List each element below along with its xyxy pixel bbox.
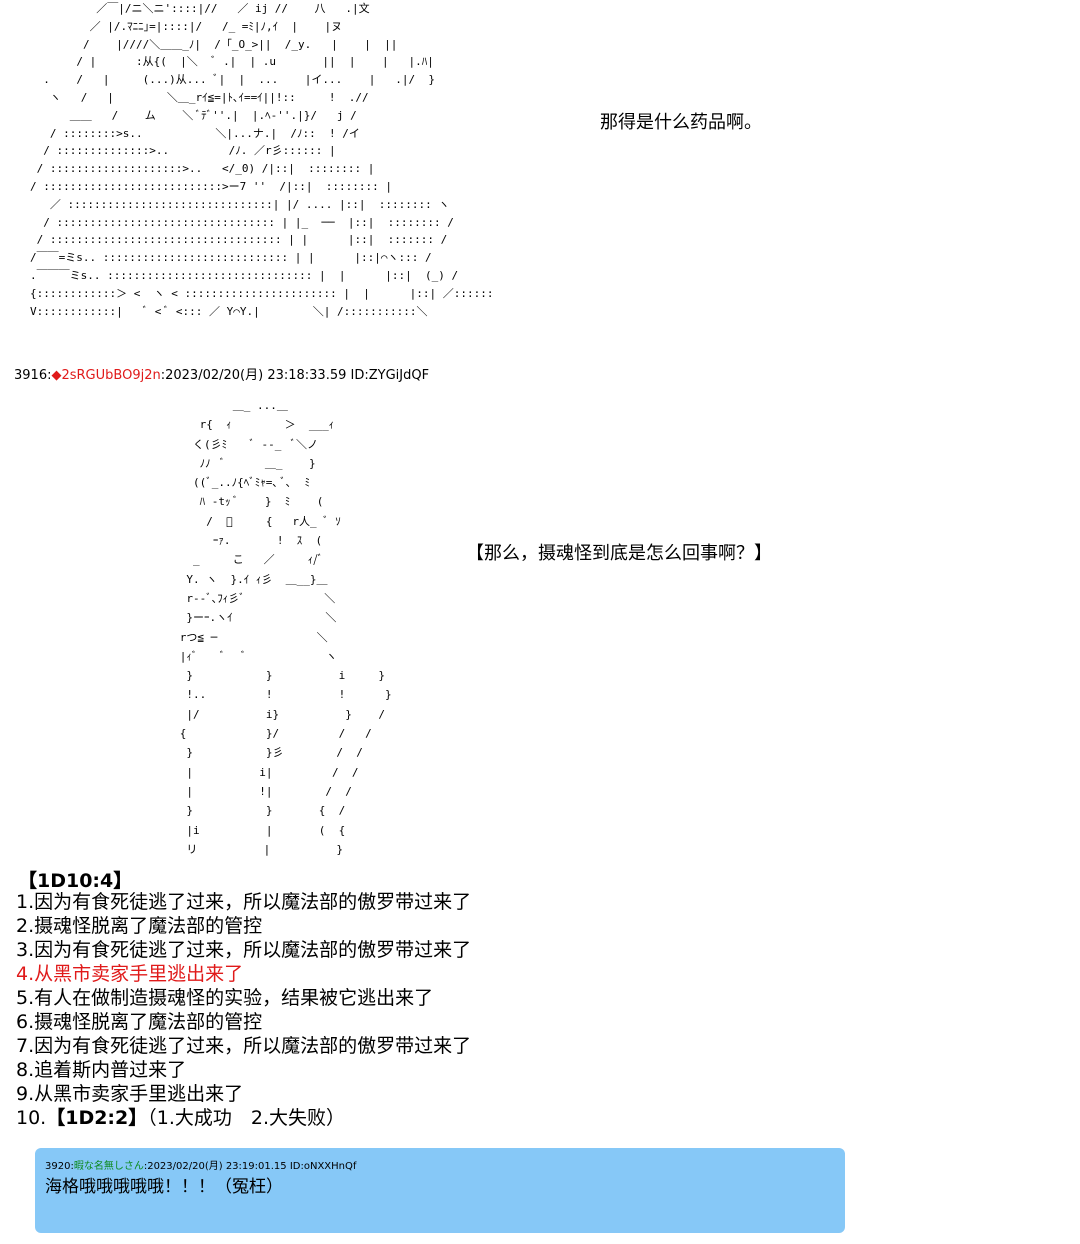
ascii-art-standing-figure: ＿_ ...＿ r{ ｨ ＞ ___ｨ く(彡ﾐ ﾞ ‐-_ ﾞ＼ノ ﾉﾉ ﾞ … [179,399,392,856]
roll-option-5: 5.有人在做制造摄魂怪的实验，结果被它逃出来了 [16,987,434,1009]
post-number[interactable]: 3916 [14,368,48,383]
post-header: 3916:◆2sRGUbBO9j2n:2023/02/20(月) 23:18:3… [14,368,430,383]
roll-option-8: 8.追着斯内普过来了 [16,1059,187,1081]
reply-number[interactable]: 3920 [45,1161,71,1172]
roll-option-1: 1.因为有食死徒逃了过来，所以魔法部的傲罗带过来了 [16,891,472,913]
reply-header: 3920:暇な名無しさん:2023/02/20(月) 23:19:01.15 I… [45,1161,357,1172]
reply-name: 暇な名無しさん [73,1161,144,1172]
roll-option-3: 3.因为有食死徒逃了过来，所以魔法部的傲罗带过来了 [16,939,472,961]
dice-roll-title: 【1D10:4】 [18,870,133,892]
post-trip: ◆2sRGUbBO9j2n [51,368,161,383]
roll-option-6: 6.摄魂怪脱离了魔法部的管控 [16,1011,263,1033]
post-id[interactable]: ID:ZYGiJdQF [350,368,430,383]
roll-option-2: 2.摄魂怪脱离了魔法部的管控 [16,915,263,937]
roll-option-7: 7.因为有食死徒逃了过来，所以魔法部的傲罗带过来了 [16,1035,472,1057]
reply-datetime: 2023/02/20(月) 23:19:01.15 [147,1161,287,1172]
post-datetime: 2023/02/20(月) 23:18:33.59 [165,368,347,383]
dialogue-line-2: 【那么，摄魂怪到底是怎么回事啊？】 [466,543,772,564]
dialogue-line-1: 那得是什么药品啊。 [600,112,762,133]
roll-option-10-prefix: 10. [16,1107,47,1129]
roll-option-10-dice: 【1D2:2】 [46,1107,148,1129]
roll-option-10: 10.【1D2:2】（1.大成功 2.大失败） [16,1106,471,1130]
reply-id[interactable]: ID:oNXXHnQf [289,1161,357,1172]
ascii-art-hooded-figure: ／￣|/ニ＼ニ'::::|// ／ ij // 八 .|文 ／ |/.ﾏﾆﾆ｣=… [30,2,494,318]
roll-option-9: 9.从黑市卖家手里逃出来了 [16,1083,244,1105]
dice-roll-options: 1.因为有食死徒逃了过来，所以魔法部的傲罗带过来了 2.摄魂怪脱离了魔法部的管控… [16,890,471,1130]
roll-option-10-choices: （1.大成功 2.大失败） [147,1107,346,1129]
roll-option-4-selected: 4.从黑市卖家手里逃出来了 [16,963,244,985]
reply-post: 3920:暇な名無しさん:2023/02/20(月) 23:19:01.15 I… [35,1148,845,1233]
reply-body: 海格哦哦哦哦哦！！！（冤枉） [45,1177,283,1197]
